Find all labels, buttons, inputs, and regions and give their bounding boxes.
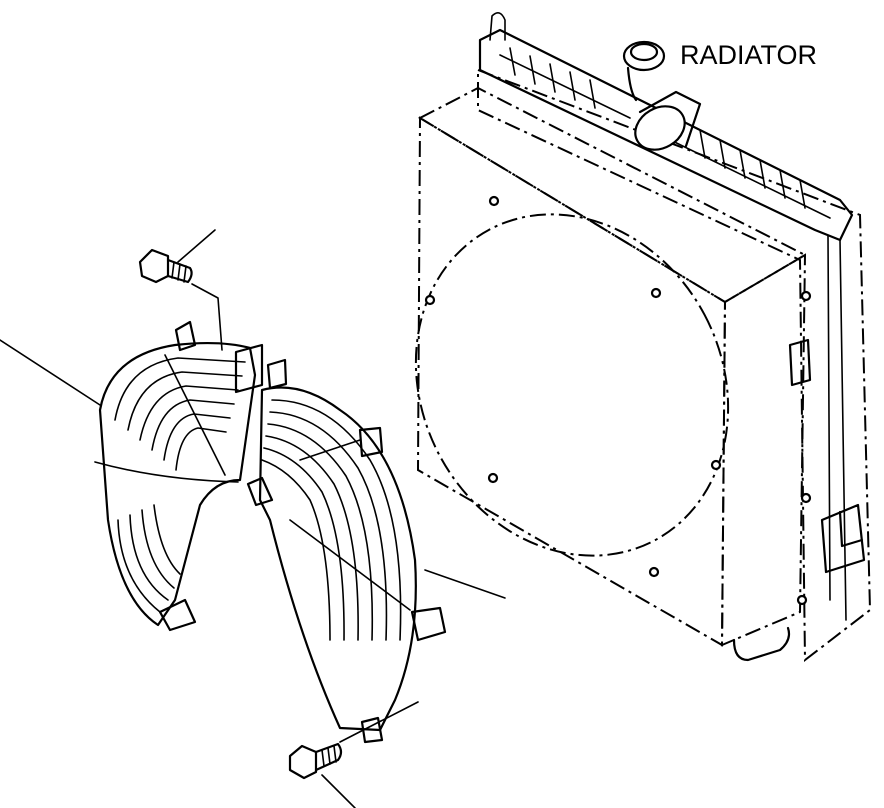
mount-hole [487,472,499,484]
side-bracket-lower [820,503,866,574]
fan-guard-right [246,358,447,744]
mount-hole [424,294,436,306]
radiator-core-top [417,86,808,304]
radiator-core-front [416,116,727,647]
fan-guard-left [94,320,264,632]
radiator-assembly: RADIATOR [414,12,872,663]
mount-hole [650,287,662,299]
leader-lines [0,229,506,808]
mount-hole [800,492,812,504]
radiator-core-right [720,253,807,647]
side-bracket-upper [788,338,812,387]
mount-hole [796,594,808,606]
fan-opening [414,213,730,557]
mount-hole [800,290,812,302]
radiator-label: RADIATOR [680,40,817,70]
side-edge-lines [827,235,847,621]
radiator-cap [622,40,702,151]
mount-hole [710,459,722,471]
bolt-upper [138,248,193,284]
radiator-top-tank [478,28,854,242]
mount-hole [648,566,660,578]
bottom-outlet [732,626,791,662]
mount-hole [488,195,500,207]
bolt-lower [288,742,343,780]
radiator-side-panel [477,68,872,663]
top-tank-frame [489,12,831,219]
